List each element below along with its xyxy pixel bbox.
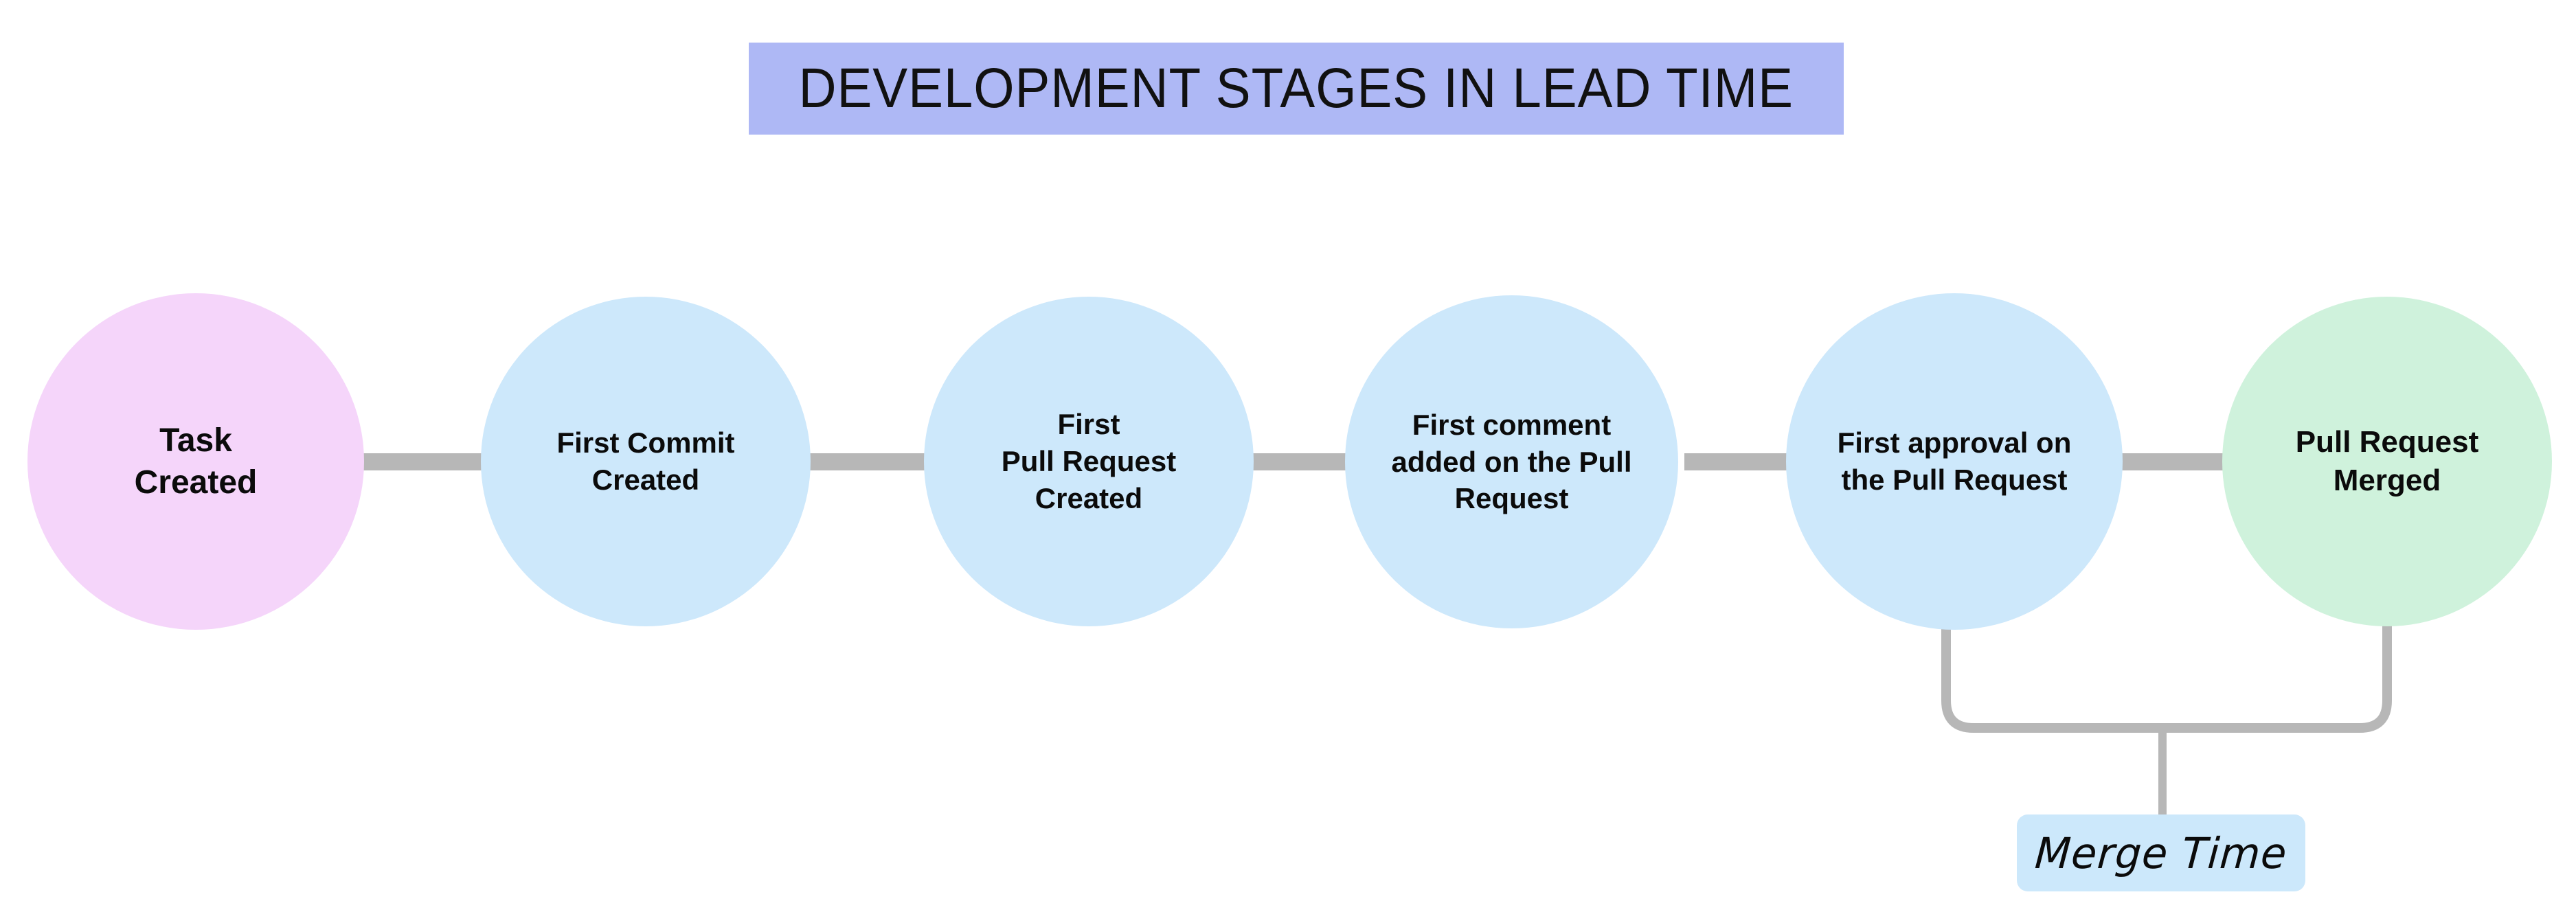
connector-commit-to-pr xyxy=(807,453,925,470)
merge-time-label: Merge Time xyxy=(2033,828,2289,878)
stage-node-first-commit-created[interactable]: First Commit Created xyxy=(481,297,811,626)
stage-node-first-comment-added[interactable]: First comment added on the Pull Request xyxy=(1345,295,1678,628)
connector-pr-to-comment xyxy=(1250,453,1348,470)
stage-label-first-pull-request-created: First Pull Request Created xyxy=(1001,408,1177,514)
page-title: DEVELOPMENT STAGES IN LEAD TIME xyxy=(798,57,1794,119)
merge-time-label-box[interactable]: Merge Time xyxy=(2017,814,2305,891)
stage-label-pull-request-merged: Pull Request Merged xyxy=(2295,424,2479,497)
connector-task-to-commit xyxy=(362,453,483,470)
stage-node-pull-request-merged[interactable]: Pull Request Merged xyxy=(2222,297,2552,626)
stage-node-first-approval[interactable]: First approval on the Pull Request xyxy=(1786,293,2123,630)
page-title-banner: DEVELOPMENT STAGES IN LEAD TIME xyxy=(749,43,1844,135)
connector-approval-to-merged xyxy=(2119,453,2224,470)
connector-comment-to-approval xyxy=(1684,453,1789,470)
stage-label-first-commit-created: First Commit Created xyxy=(556,426,735,496)
stage-node-first-pull-request-created[interactable]: First Pull Request Created xyxy=(924,297,1254,626)
stage-node-task-created[interactable]: Task Created xyxy=(27,293,364,630)
stage-label-task-created: Task Created xyxy=(134,422,258,501)
stage-label-first-comment-added: First comment added on the Pull Request xyxy=(1391,408,1632,515)
stage-label-first-approval: First approval on the Pull Request xyxy=(1837,426,2072,496)
